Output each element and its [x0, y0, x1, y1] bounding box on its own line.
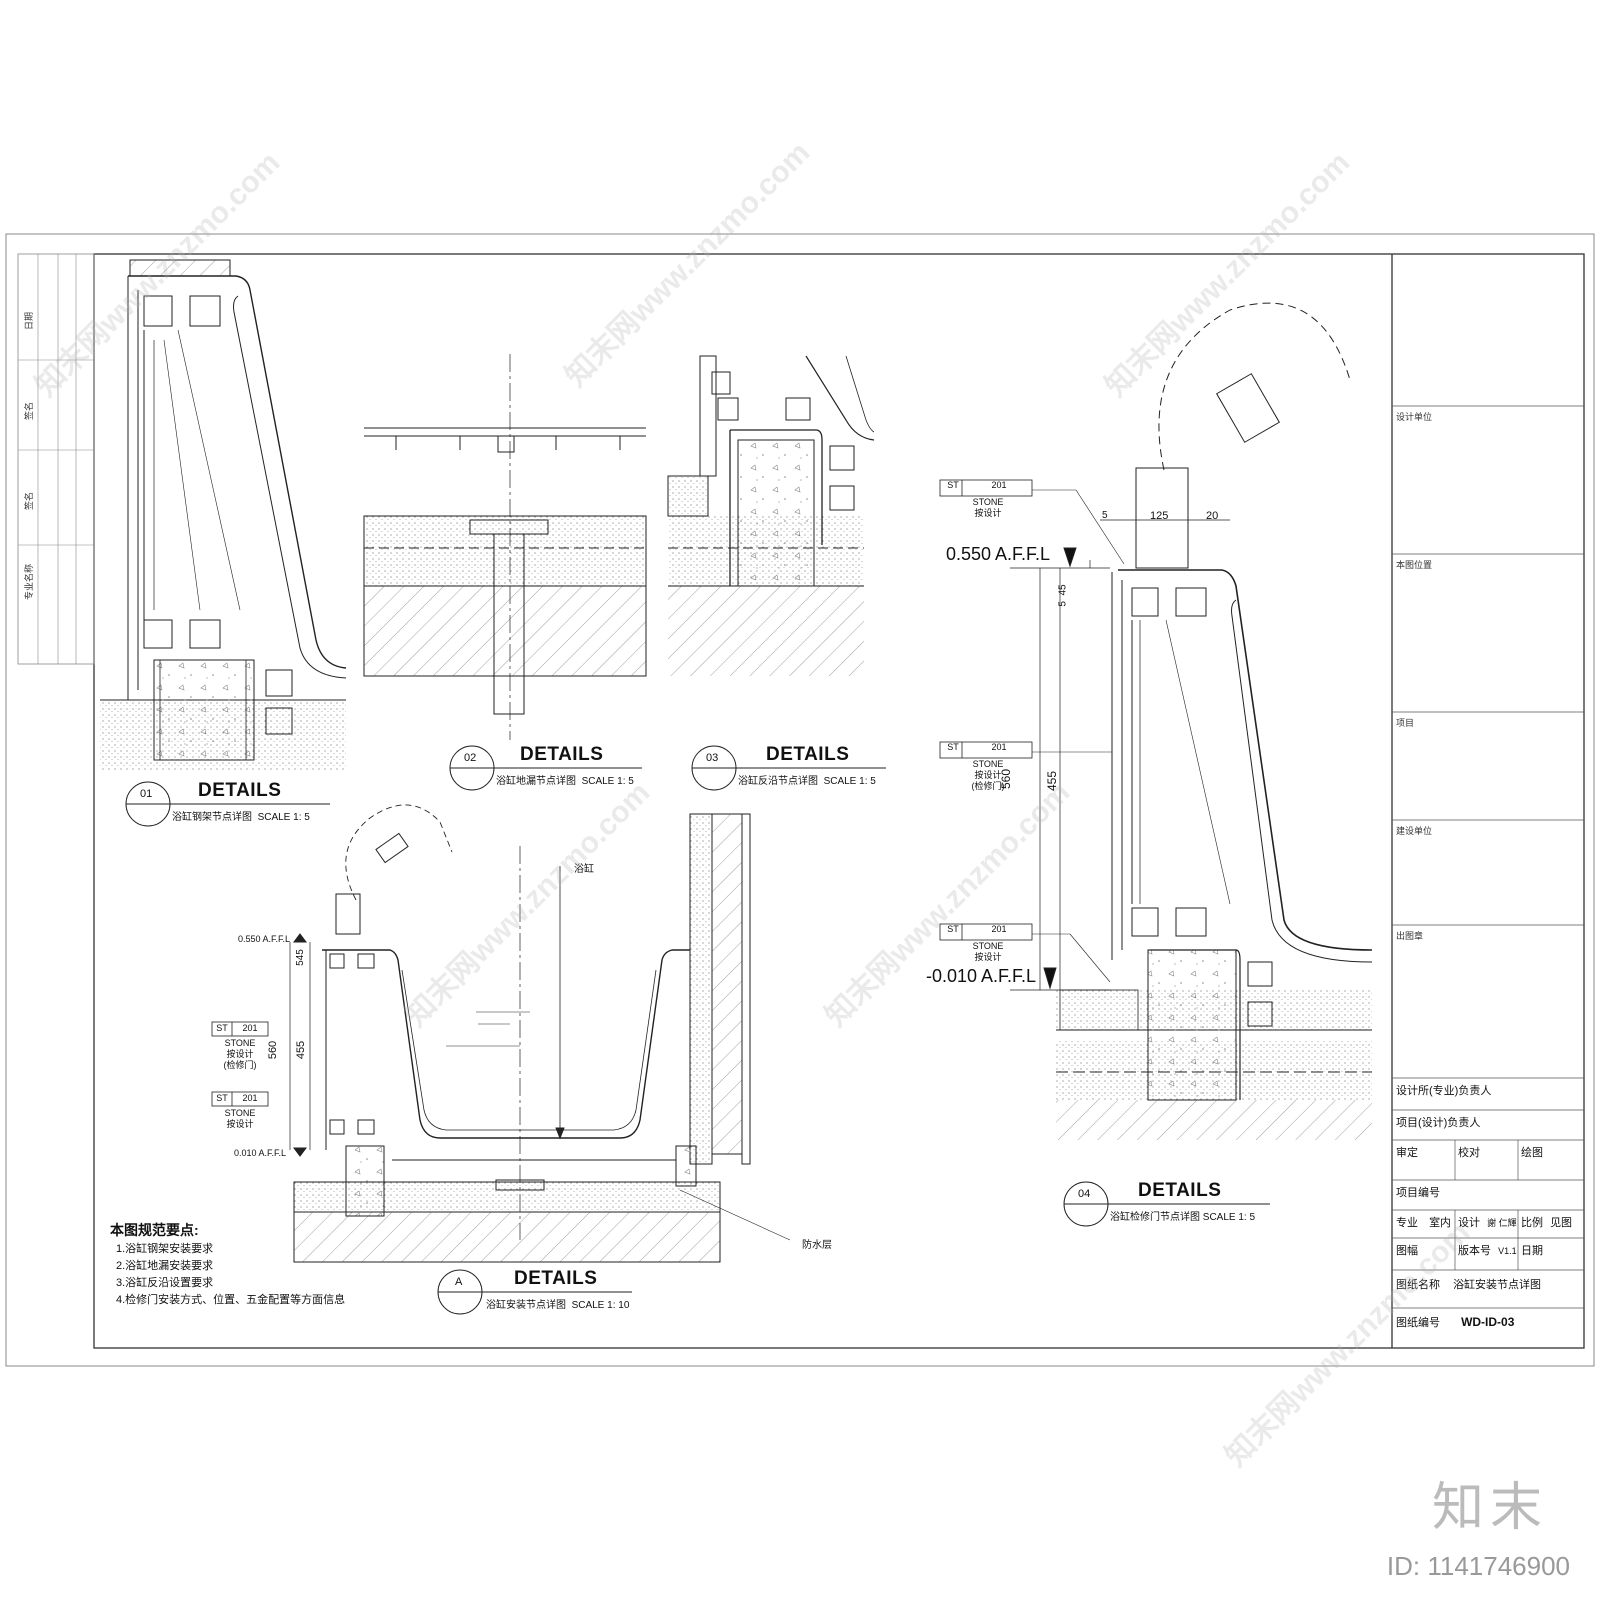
- detail-01-drawing: [100, 259, 347, 770]
- dim-45: 5 45: [1057, 584, 1069, 607]
- detail-03-subtitle: 浴缸反沿节点详图 SCALE 1: 5: [738, 776, 876, 787]
- detail-02-subtitle: 浴缸地漏节点详图 SCALE 1: 5: [496, 776, 634, 787]
- tb-project: 项目: [1396, 718, 1415, 728]
- detail-01-title: DETAILS: [198, 780, 282, 801]
- tb-sheet: 图幅: [1396, 1245, 1418, 1257]
- tb-design-unit: 设计单位: [1396, 412, 1433, 422]
- detail-03-drawing: [667, 355, 875, 676]
- dim-545: 545: [294, 949, 306, 966]
- tb-audit: 审定: [1396, 1147, 1418, 1159]
- detail-A-subtitle: 浴缸安装节点详图 SCALE 1: 10: [486, 1300, 630, 1311]
- spec-notes: 本图规范要点: 1.浴缸钢架安装要求 2.浴缸地漏安装要求 3.浴缸反沿设置要求…: [110, 1222, 345, 1309]
- tb-client: 建设单位: [1396, 826, 1433, 836]
- tb-stamp: 出图章: [1396, 931, 1424, 941]
- elevation-bottom-small: 0.010 A.F.F.L: [234, 1148, 287, 1158]
- dim-560-small: 560: [267, 1040, 280, 1060]
- elevation-top-small: 0.550 A.F.F.L: [238, 934, 291, 944]
- notes-heading: 本图规范要点:: [110, 1222, 199, 1238]
- tb-project-lead: 项目(设计)负责人: [1396, 1117, 1481, 1129]
- bathtub-label: 浴缸: [574, 864, 594, 875]
- waterproof-label: 防水层: [802, 1240, 832, 1251]
- tb-draw: 绘图: [1521, 1147, 1543, 1159]
- dim-20: 20: [1206, 510, 1219, 522]
- rev-col-major: 专业名称: [24, 563, 34, 600]
- rev-col-date: 日期: [24, 311, 34, 330]
- detail-A-drawing: [289, 804, 791, 1263]
- notes-item-4: 4.检修门安装方式、位置、五金配置等方面信息: [116, 1294, 346, 1306]
- detail-02-drawing: [363, 354, 647, 740]
- detail-01-subtitle: 浴缸钢架节点详图 SCALE 1: 5: [172, 812, 310, 823]
- tb-project-no: 项目编号: [1396, 1187, 1440, 1199]
- tb-ratio: 比例 见图: [1521, 1217, 1573, 1229]
- tb-location: 本图位置: [1396, 560, 1433, 570]
- rev-col-sign2: 签名: [24, 491, 34, 510]
- detail-04-number: 04: [1078, 1188, 1091, 1200]
- detail-02-title: DETAILS: [520, 744, 604, 765]
- detail-04-title: DETAILS: [1138, 1180, 1222, 1201]
- dim-5: 5: [1102, 510, 1108, 521]
- brand-logo: 知末: [1431, 1479, 1548, 1537]
- detail-A-title: DETAILS: [514, 1268, 598, 1289]
- tb-date: 日期: [1521, 1245, 1543, 1257]
- tb-major: 专业 室内: [1396, 1217, 1452, 1229]
- detail-04-subtitle: 浴缸检修门节点详图 SCALE 1: 5: [1110, 1212, 1256, 1223]
- detail-01-number: 01: [140, 788, 153, 800]
- tb-version: 版本号 V1.1: [1458, 1245, 1517, 1257]
- notes-item-1: 1.浴缸钢架安装要求: [116, 1243, 214, 1255]
- elevation-bottom-label: -0.010 A.F.F.L: [926, 966, 1037, 986]
- detail-03-title: DETAILS: [766, 744, 850, 765]
- detail-03-number: 03: [706, 752, 719, 764]
- tb-drawing-name: 图纸名称 浴缸安装节点详图: [1396, 1279, 1542, 1291]
- dim-125: 125: [1150, 510, 1169, 522]
- image-id: ID: 1141746900: [1386, 1551, 1570, 1581]
- detail-02-number: 02: [464, 752, 477, 764]
- notes-item-2: 2.浴缸地漏安装要求: [116, 1260, 214, 1272]
- tb-check: 校对: [1458, 1147, 1480, 1159]
- elevation-top-label: 0.550 A.F.F.L: [946, 544, 1051, 564]
- dim-455: 455: [1045, 770, 1060, 792]
- detail-A-number: A: [455, 1276, 463, 1288]
- detail-04-drawing: [1010, 302, 1373, 1140]
- rev-col-sign: 签名: [24, 401, 34, 420]
- dim-455-small: 455: [295, 1040, 308, 1060]
- notes-item-3: 3.浴缸反沿设置要求: [116, 1277, 214, 1289]
- tb-designer: 设计 謝 仁輝: [1458, 1217, 1517, 1229]
- tb-dept-lead: 设计所(专业)负责人: [1396, 1085, 1492, 1097]
- tb-drawing-no: 图纸编号 WD-ID-03: [1396, 1315, 1515, 1329]
